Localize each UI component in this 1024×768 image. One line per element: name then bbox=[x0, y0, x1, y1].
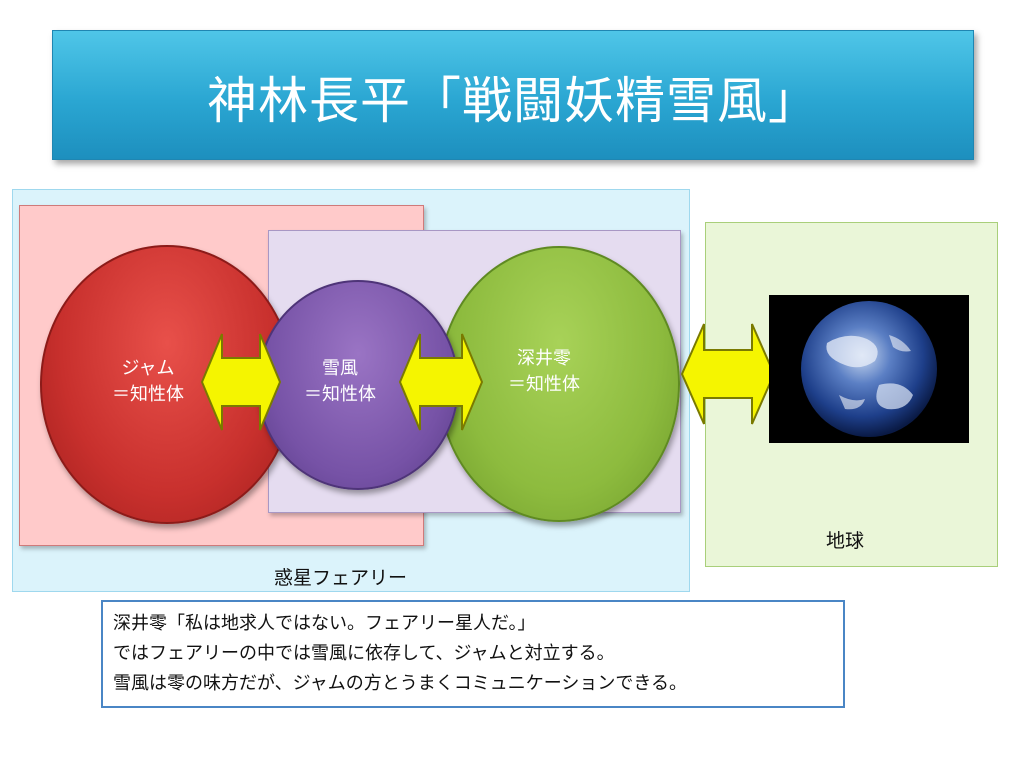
fukai-rei-text: 深井零 ＝知性体 bbox=[508, 346, 580, 398]
jam-name: ジャム bbox=[121, 358, 175, 379]
slide-title: 神林長平「戦闘妖精雪風」 bbox=[207, 72, 819, 130]
caption-box: 深井零「私は地求人ではない。フェアリー星人だ。」 ではフェアリーの中では雪風に依… bbox=[101, 600, 845, 708]
jam-yukikaze-arrow-icon bbox=[200, 333, 282, 431]
earth-globe-icon bbox=[769, 295, 969, 443]
fukai-rei-desc: ＝知性体 bbox=[508, 374, 580, 395]
yukikaze-text: 雪風 ＝知性体 bbox=[304, 356, 376, 408]
planet-fairy-label: 惑星フェアリー bbox=[274, 567, 408, 589]
earth-label: 地球 bbox=[826, 530, 865, 552]
fukai-rei-name: 深井零 bbox=[517, 348, 571, 369]
yukikaze-desc: ＝知性体 bbox=[304, 384, 376, 405]
jam-text: ジャム ＝知性体 bbox=[112, 356, 184, 408]
title-banner: 神林長平「戦闘妖精雪風」 bbox=[52, 30, 974, 160]
yukikaze-name: 雪風 bbox=[322, 358, 358, 379]
rei-earth-arrow-icon bbox=[680, 323, 776, 425]
yukikaze-rei-arrow-icon bbox=[398, 333, 484, 431]
caption-line-1: 深井零「私は地求人ではない。フェアリー星人だ。」 bbox=[113, 613, 536, 634]
caption-line-2: ではフェアリーの中では雪風に依存して、ジャムと対立する。 bbox=[113, 643, 615, 664]
caption-line-3: 雪風は零の味方だが、ジャムの方とうまくコミュニケーションできる。 bbox=[113, 673, 688, 694]
jam-desc: ＝知性体 bbox=[112, 384, 184, 405]
